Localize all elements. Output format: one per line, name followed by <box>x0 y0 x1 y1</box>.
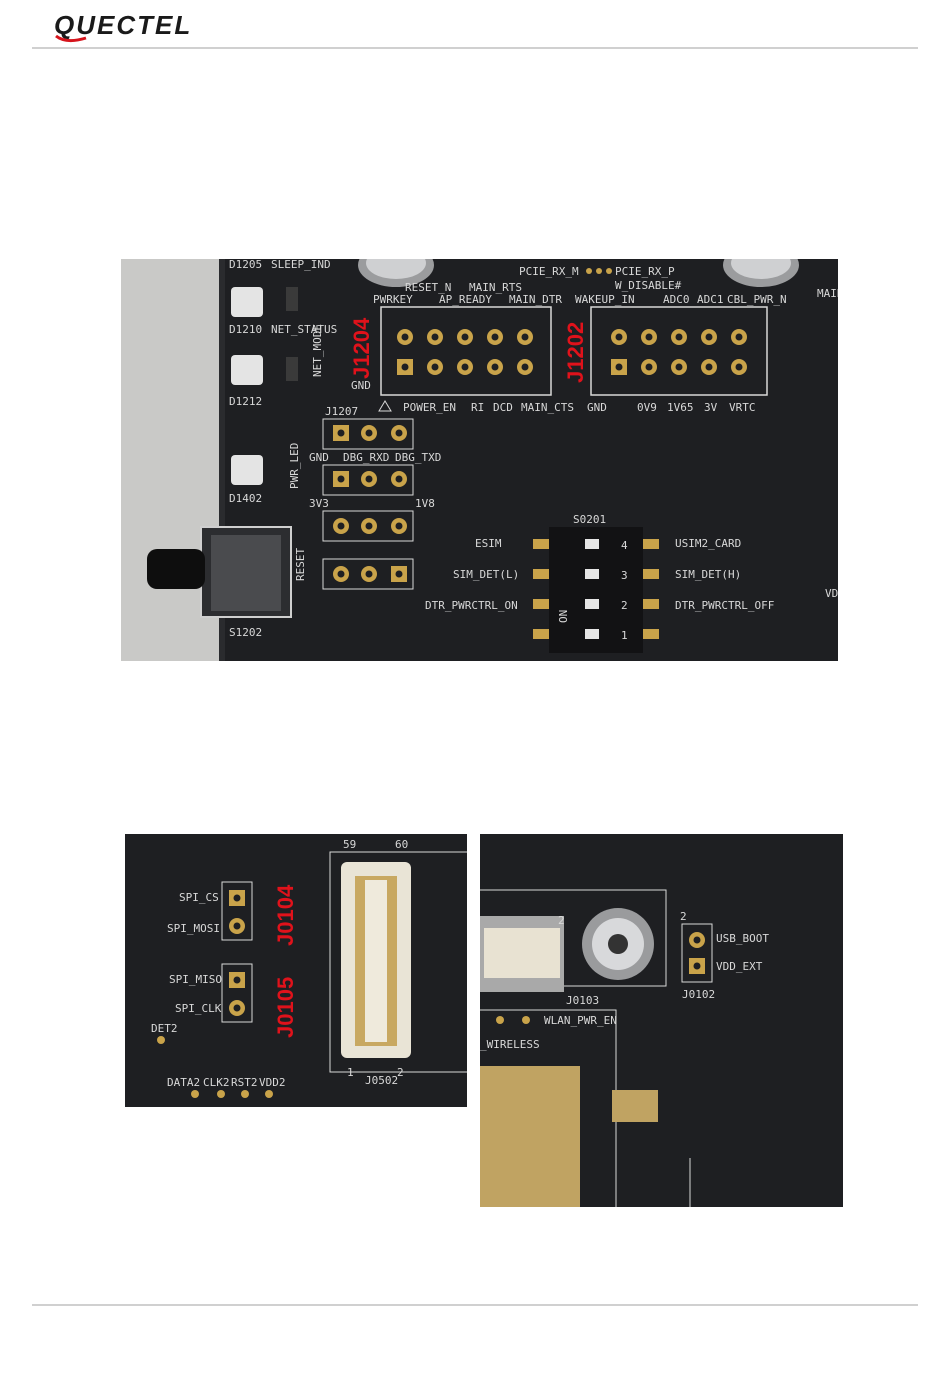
s0201-num-3: 3 <box>621 569 628 582</box>
pin-vdd2: VDD2 <box>259 1076 286 1089</box>
spi-miso: SPI_MISO <box>169 973 222 986</box>
led-pwr-led: PWR_LED <box>288 443 301 489</box>
j0102-label: J0102 <box>682 988 715 1001</box>
wireless-label: _WIRELESS <box>480 1038 540 1051</box>
j1207-dbg-rxd: DBG_RXD <box>343 451 389 464</box>
j1204-pwrkey: PWRKEY <box>373 293 413 306</box>
spi-clk: SPI_CLK <box>175 1002 222 1015</box>
s0201-dtr-on: DTR_PWRCTRL_ON <box>425 599 518 612</box>
j1202-cbl-pwr-n: CBL_PWR_N <box>727 293 787 306</box>
header-divider <box>32 47 918 49</box>
j1204-main-cts: MAIN_CTS <box>521 401 574 414</box>
led-d1402: D1402 <box>229 492 262 505</box>
j0104-label: J0104 <box>273 884 298 946</box>
j1202-wakeup-in: WAKEUP_IN <box>575 293 635 306</box>
pin-rst2: RST2 <box>231 1076 258 1089</box>
j0102-num-2: 2 <box>680 910 687 923</box>
s0201-num-4: 4 <box>621 539 628 552</box>
led-d1212: D1212 <box>229 395 262 408</box>
brand-name: QUECTEL <box>54 10 192 40</box>
s0201-num-1: 1 <box>621 629 628 642</box>
det2-label: DET2 <box>151 1022 178 1035</box>
evb-photo-usb-boot: 2 J0103 2 USB_BOOT VDD_EXT J0102 WLAN_PW… <box>480 834 843 1207</box>
j1202-0v9: 0V9 <box>637 401 657 414</box>
led-net-mode: NET_MODE <box>311 324 324 377</box>
pcie-rx-m: PCIE_RX_M <box>519 265 579 278</box>
evb-photo-spi: SPI_CS SPI_MOSI SPI_MISO SPI_CLK J0104 J… <box>125 834 467 1107</box>
j1202-gnd: GND <box>587 401 607 414</box>
s0201-dtr-off: DTR_PWRCTRL_OFF <box>675 599 774 612</box>
quectel-logo: QUECTEL <box>54 10 192 43</box>
s0201-on: ON <box>557 610 570 623</box>
j1204-label: J1204 <box>349 317 374 379</box>
reset-ref: S1202 <box>229 626 262 639</box>
j1207-gnd: GND <box>309 451 329 464</box>
j0502-1: 1 <box>347 1066 354 1079</box>
j1207-1v8: 1V8 <box>415 497 435 510</box>
j1207-3v3: 3V3 <box>309 497 329 510</box>
j1204-gnd: GND <box>351 379 371 392</box>
pcie-rx-p: PCIE_RX_P <box>615 265 675 278</box>
s0201-usim2: USIM2_CARD <box>675 537 741 550</box>
j1202-1v65: 1V65 <box>667 401 694 414</box>
j0502-60: 60 <box>395 838 408 851</box>
j1202-adc1: ADC1 <box>697 293 724 306</box>
reset-label: RESET <box>294 548 307 581</box>
j1204-main-dtr: MAIN_DTR <box>509 293 562 306</box>
j0103-label: J0103 <box>566 994 599 1007</box>
wlan-pwr-en: WLAN_PWR_EN <box>544 1014 617 1027</box>
s0201-esim: ESIM <box>475 537 502 550</box>
j1202-adc0: ADC0 <box>663 293 690 306</box>
j0502-2: 2 <box>397 1066 404 1079</box>
evb-photo-interfaces: D1205 SLEEP_IND D1210 NET_STATUS NET_MOD… <box>121 259 838 661</box>
s0201-label: S0201 <box>573 513 606 526</box>
vdd-ext: VDD_EXT <box>716 960 763 973</box>
s0201-num-2: 2 <box>621 599 628 612</box>
j1204-power-en: POWER_EN <box>403 401 456 414</box>
j1207-dbg-txd: DBG_TXD <box>395 451 441 464</box>
spi-mosi: SPI_MOSI <box>167 922 220 935</box>
j1202-vrtc: VRTC <box>729 401 756 414</box>
j1202-label: J1202 <box>563 322 588 383</box>
j1204-reset-n: RESET_N <box>405 281 451 294</box>
j1207-label: J1207 <box>325 405 358 418</box>
j0502-label: J0502 <box>365 1074 398 1087</box>
p3-num-2: 2 <box>558 914 565 927</box>
j1204-main-rts: MAIN_RTS <box>469 281 522 294</box>
s0201-sim-det-l: SIM_DET(L) <box>453 568 519 581</box>
pin-clk2: CLK2 <box>203 1076 230 1089</box>
j1204-ri: RI <box>471 401 484 414</box>
led-d1205: D1205 <box>229 259 262 271</box>
j1202-3v: 3V <box>704 401 718 414</box>
vd-label: VD <box>825 587 838 600</box>
w-disable: W_DISABLE# <box>615 279 682 292</box>
main-label: MAIN <box>817 287 838 300</box>
footer-divider <box>32 1304 918 1306</box>
usb-boot: USB_BOOT <box>716 932 769 945</box>
pin-data2: DATA2 <box>167 1076 200 1089</box>
j1204-ap-ready: AP_READY <box>439 293 492 306</box>
led-net-status: NET_STATUS <box>271 323 337 336</box>
led-d1210: D1210 <box>229 323 262 336</box>
spi-cs: SPI_CS <box>179 891 219 904</box>
j1204-dcd: DCD <box>493 401 513 414</box>
s0201-sim-det-h: SIM_DET(H) <box>675 568 741 581</box>
led-sleep-ind: SLEEP_IND <box>271 259 331 271</box>
j0105-label: J0105 <box>273 977 298 1038</box>
j0502-59: 59 <box>343 838 356 851</box>
